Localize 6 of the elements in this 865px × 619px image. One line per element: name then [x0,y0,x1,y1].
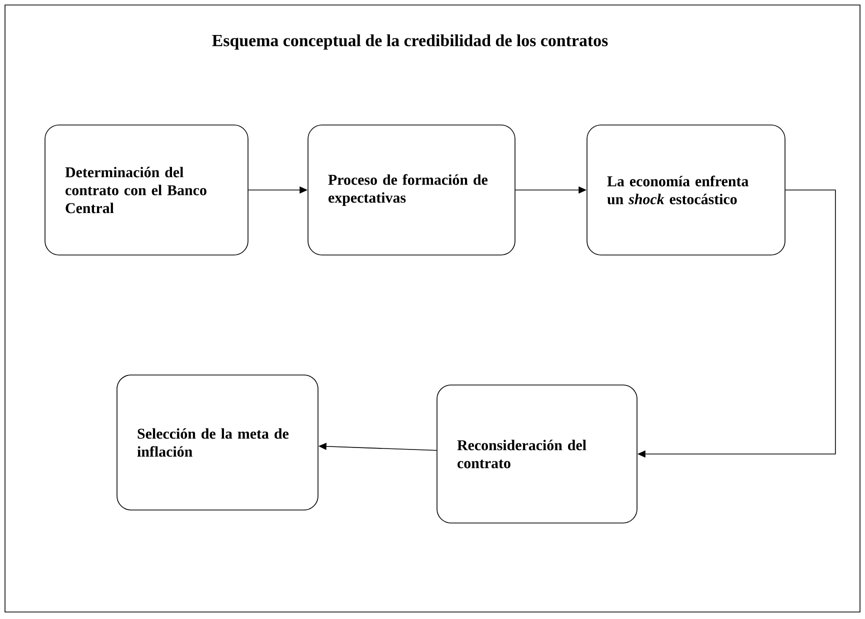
process-box: Determinación del contrato con el Banco Central [44,124,248,256]
process-box: La economía enfrenta un shock estocástico [586,124,786,256]
title: Esquema conceptual de la credibilidad de los contratos [212,34,608,50]
process-box: Selección de la meta de inflación [116,374,318,510]
process-box: Proceso de formación de expectativas [308,124,516,256]
process-box: Reconsideración del contrato [436,384,638,524]
